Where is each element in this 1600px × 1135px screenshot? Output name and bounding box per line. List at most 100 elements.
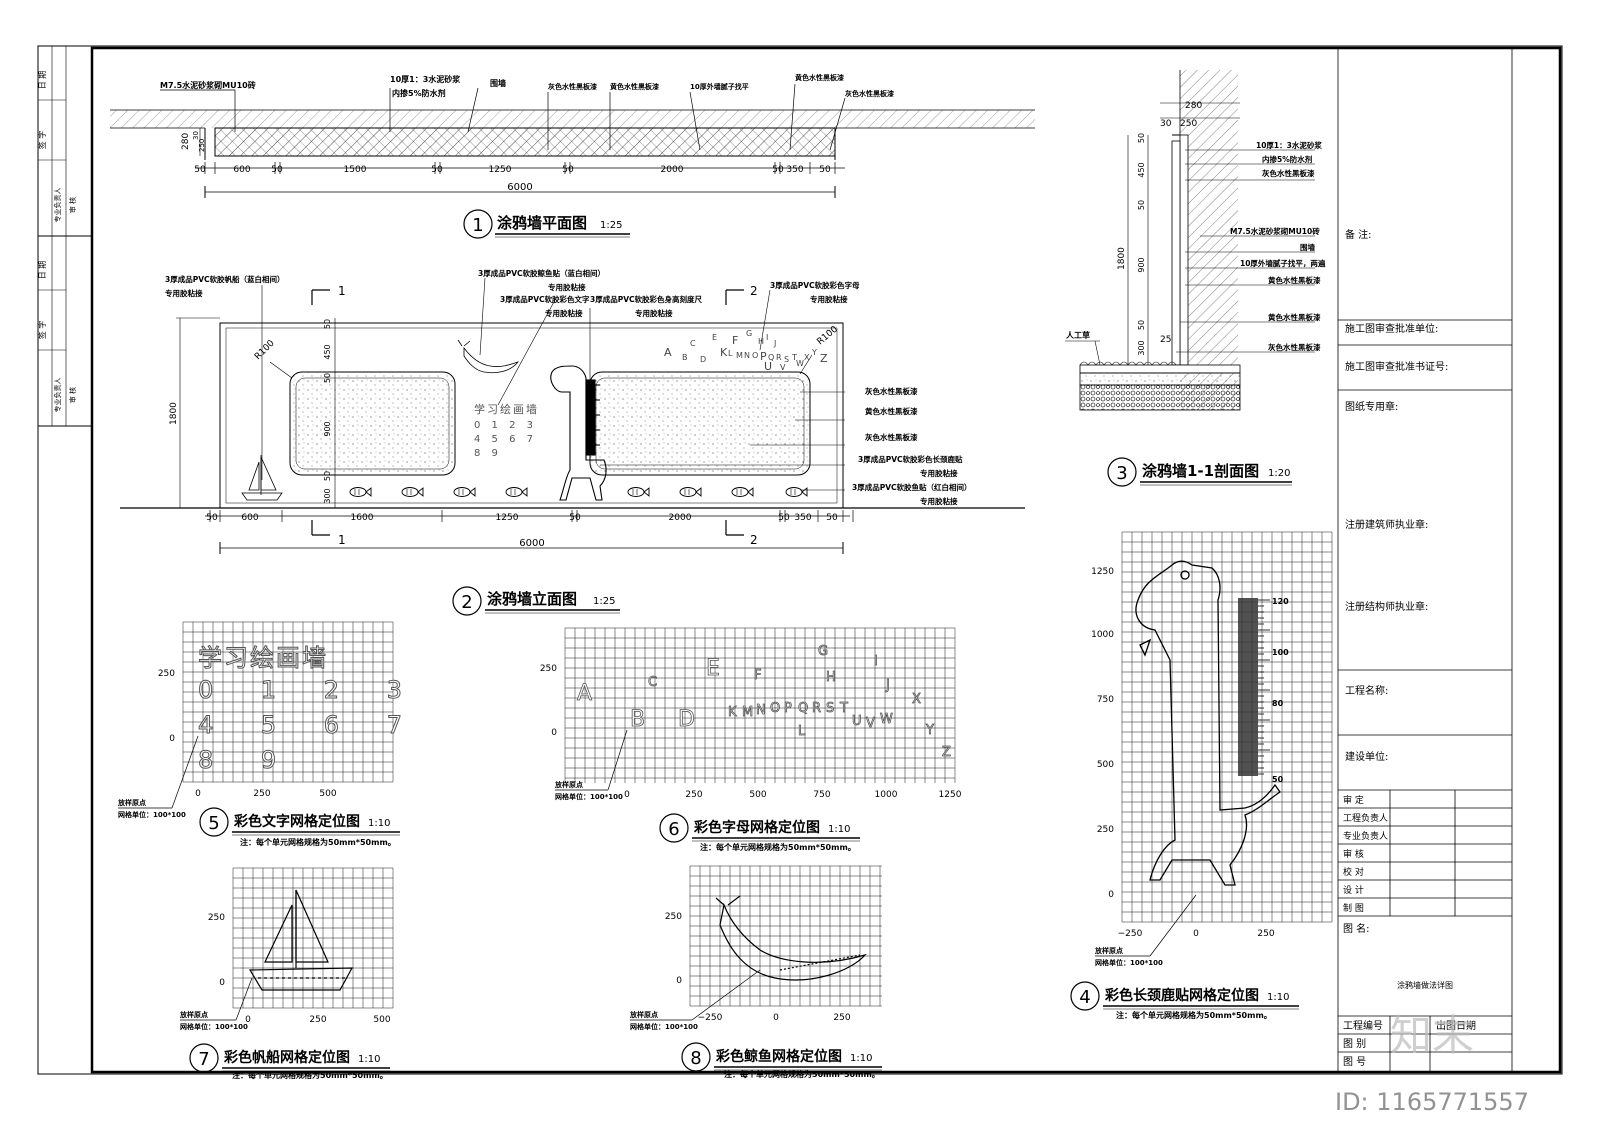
grid6-letter: O xyxy=(770,701,780,716)
plan-label: 黄色水性黑板漆 xyxy=(795,73,844,82)
grid-giraffe-icon xyxy=(1135,560,1281,886)
grid6-letter: Y xyxy=(925,723,934,738)
grid6-letter: S xyxy=(826,701,834,716)
grid6-letter: V xyxy=(866,716,875,731)
grid6-letter: A xyxy=(577,681,592,706)
plan-dim-label: 350 xyxy=(786,165,803,175)
elev-dim-label: 1600 xyxy=(351,513,374,523)
elev-label: 3厚成品PVC软胶彩色字母 xyxy=(770,280,860,290)
ruler-mark: 120 xyxy=(1272,597,1289,606)
grid-x-tick: 0 xyxy=(195,789,201,799)
elev-height: 1800 xyxy=(169,402,179,425)
grid-x-tick: 1000 xyxy=(875,790,898,800)
grid-origin-label: 放样原点 xyxy=(1094,946,1123,955)
grid-origin-label: 放样原点 xyxy=(117,798,146,807)
grid-whale-icon xyxy=(715,895,867,981)
drawing-title: 彩色文字网格定位图 xyxy=(233,813,360,830)
section-side-dim: 450 xyxy=(1137,162,1146,177)
plan-label: 10厚外墙腻子找平 xyxy=(690,82,749,91)
grid-y-tick: 750 xyxy=(1097,695,1114,705)
section-dim: 280 xyxy=(1185,101,1202,111)
elev-dim-label: 50 xyxy=(826,513,838,523)
plan-dim-label: 600 xyxy=(233,165,250,175)
watermark-brand: 知末 xyxy=(1390,1011,1474,1060)
section-mark: 2 xyxy=(750,533,758,547)
tb-drawing-name: 涂鸦墙做法详图 xyxy=(1397,980,1453,990)
section-label: 灰色水性黑板漆 xyxy=(1262,168,1315,178)
grid-x-tick: 250 xyxy=(309,1015,326,1025)
grid-y-tick: 500 xyxy=(1097,760,1114,770)
ruler-mark: 50 xyxy=(1272,775,1284,784)
grid6-letter: B xyxy=(630,707,645,732)
tb-project-no: 工程编号 xyxy=(1343,1019,1383,1032)
wall-letter: O xyxy=(752,351,758,360)
wall-letter: Q xyxy=(768,353,774,362)
grid-origin-label: 放样原点 xyxy=(179,1010,208,1019)
plan-label: 灰色水性黑板漆 xyxy=(548,82,597,91)
section-label: 内掺5%防水剂 xyxy=(1262,154,1313,164)
fish-icon xyxy=(679,487,702,497)
plan-label: 内掺5%防水剂 xyxy=(392,88,446,98)
title-block xyxy=(1337,48,1513,1072)
plan-dim-label: 50 xyxy=(772,165,784,175)
section-label: 灰色水性黑板漆 xyxy=(1268,342,1321,352)
grid6-letter: L xyxy=(798,724,806,739)
tb-architect: 注册建筑师执业章: xyxy=(1345,518,1428,531)
section-dim: 30 xyxy=(1160,119,1172,129)
section-side-dim: 50 xyxy=(1137,133,1146,143)
wall-letter: U xyxy=(764,360,772,373)
wall-letter: I xyxy=(766,333,768,342)
elev-label: 灰色水性黑板漆 xyxy=(865,432,918,442)
grid6-letter: P xyxy=(784,701,792,716)
drawing-number: 5 xyxy=(208,813,219,834)
drawing-note: 注：每个单元网格规格为50mm*50mm。 xyxy=(1116,1010,1272,1020)
plan-dim-label: 1250 xyxy=(489,165,512,175)
grid-y-tick: 1000 xyxy=(1091,630,1114,640)
section-label: M7.5水泥砂浆砌MU10砖 xyxy=(1230,226,1320,236)
elev-label: 专用胶粘接 xyxy=(635,308,673,318)
section-side-dim: 900 xyxy=(1137,257,1146,272)
section-mark: 1 xyxy=(338,284,346,298)
tb-role: 制 图 xyxy=(1343,902,1364,914)
elev-label: 专用胶粘接 xyxy=(920,468,958,478)
plan-label: 灰色水性黑板漆 xyxy=(845,89,894,98)
grid-y-tick: 0 xyxy=(169,734,175,744)
elev-left-dim: 450 xyxy=(323,344,332,359)
drawing-scale: 1:10 xyxy=(1267,992,1289,1003)
grid6-letter: T xyxy=(839,701,848,716)
elev-left-dim: 50 xyxy=(323,319,332,329)
grid5-digits: 4 5 6 7 xyxy=(198,711,422,739)
wall-letter: N xyxy=(744,351,750,360)
drawing-scale: 1:20 xyxy=(1268,468,1290,479)
grid-y-tick: 0 xyxy=(1108,890,1114,900)
grid-x-tick: 250 xyxy=(685,790,702,800)
fish-icon xyxy=(349,487,372,497)
grid-y-tick: 250 xyxy=(158,669,175,679)
tb-remarks: 备 注: xyxy=(1345,228,1372,241)
grid-y-tick: 0 xyxy=(219,978,225,988)
strip-label: 专业负责人 xyxy=(53,188,62,223)
grid-y-tick: 250 xyxy=(208,913,225,923)
grid-y-tick: 250 xyxy=(540,664,557,674)
ruler-mark: 80 xyxy=(1272,699,1284,708)
section-mark: 2 xyxy=(750,284,758,298)
grid6-letter: M xyxy=(742,705,753,720)
fish-icon xyxy=(401,487,424,497)
title-block-text: 备 注: 施工图审查批准单位: 施工图审查批准书证号: 图纸专用章: 注册建筑师… xyxy=(1343,228,1476,1068)
wall-digits: 0 1 2 3 xyxy=(474,420,537,431)
ruler-mark: 100 xyxy=(1272,648,1289,657)
grid6-letter: I xyxy=(874,654,878,669)
grid-x-tick: 0 xyxy=(624,790,630,800)
grid-y-tick: 250 xyxy=(665,912,682,922)
drawing-scale: 1:10 xyxy=(358,1054,380,1065)
grid-y-tick: 1250 xyxy=(1091,567,1114,577)
grid6-letter: F xyxy=(754,668,761,683)
plan-label: 10厚1：3水泥砂浆 xyxy=(390,74,461,84)
fish-icon xyxy=(731,487,754,497)
grid-unit-label: 网格单位：100*100 xyxy=(180,1022,248,1031)
grid-unit-label: 网格单位：100*100 xyxy=(555,792,623,801)
